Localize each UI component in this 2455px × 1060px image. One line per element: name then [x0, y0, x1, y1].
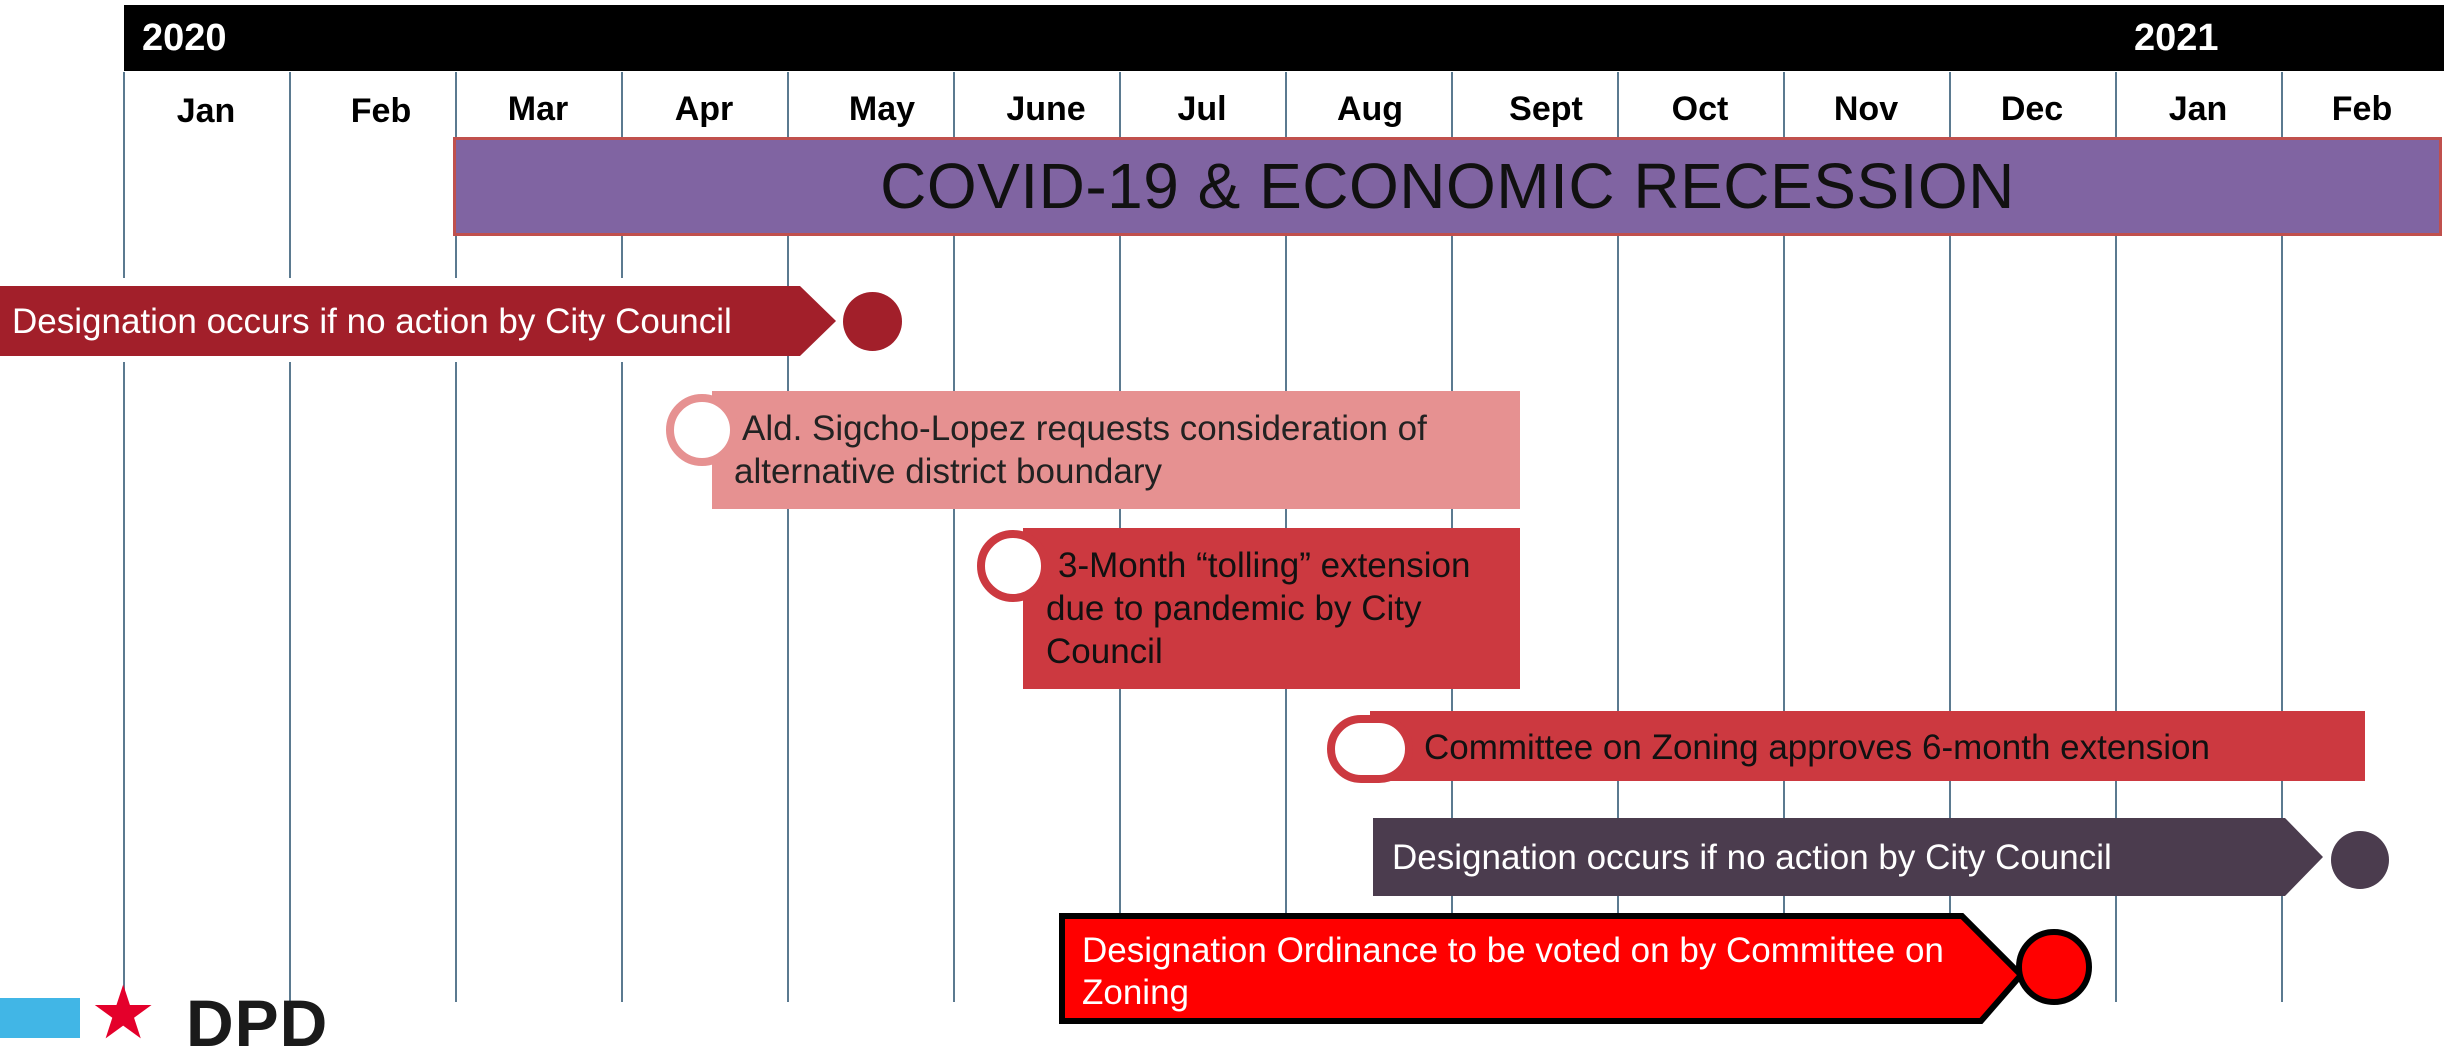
covid-recession-banner: COVID-19 & ECONOMIC RECESSION: [453, 137, 2442, 236]
event-label-2: Ald. Sigcho-Lopez requests consideration…: [734, 409, 1427, 491]
gridline: [1949, 72, 1951, 1002]
milestone-dot-1: [843, 292, 902, 351]
dpd-logo-text: DPD: [186, 986, 329, 1060]
gridline: [2281, 72, 2283, 1002]
gridline: [1783, 72, 1785, 1002]
month-label: Aug: [1336, 90, 1404, 128]
month-label: Nov: [1833, 90, 1899, 128]
month-label: Feb: [350, 92, 412, 130]
gridline: [289, 362, 291, 1002]
event-bar-1-shape: [0, 286, 836, 356]
month-label: Oct: [1671, 90, 1729, 128]
logo-blue-block: [0, 998, 80, 1038]
event-bar-5-shape: [1373, 818, 2323, 896]
event-label-3: 3-Month “tolling” extension due to pande…: [1046, 546, 1471, 671]
gridline: [621, 362, 623, 1002]
gridline: [953, 72, 955, 1002]
month-label: Jul: [1177, 90, 1227, 128]
milestone-dot-6: [2016, 929, 2092, 1005]
star-icon: ★: [90, 971, 157, 1054]
month-label: Jan: [2168, 90, 2228, 128]
milestone-ring-4: [1327, 715, 1413, 783]
event-label-5: Designation occurs if no action by City …: [1392, 838, 2112, 877]
milestone-ring-3: [977, 530, 1049, 602]
year-header-bar: [124, 5, 2444, 71]
event-label-4: Committee on Zoning approves 6-month ext…: [1424, 728, 2210, 767]
month-label: Mar: [507, 90, 569, 128]
year-label-2020: 2020: [142, 17, 227, 59]
gridline: [2115, 72, 2117, 1002]
month-label: Sept: [1509, 90, 1583, 128]
event-bar-6-shape: [1059, 913, 2026, 1024]
event-bar-3: [1023, 528, 1520, 689]
year-label-2021: 2021: [2134, 17, 2219, 59]
month-label: Apr: [674, 90, 734, 128]
event-bar-4: [1370, 711, 2365, 781]
month-label: Dec: [2000, 90, 2064, 128]
event-label-1: Designation occurs if no action by City …: [12, 302, 732, 341]
month-label: May: [848, 90, 916, 128]
gridline: [1617, 72, 1619, 1002]
milestone-dot-5: [2331, 831, 2389, 889]
gridline: [787, 72, 789, 1002]
event-label-6: Designation Ordinance to be voted on by …: [1082, 931, 1944, 1012]
month-label: June: [1006, 90, 1086, 128]
gridline: [123, 72, 125, 278]
gridline: [289, 72, 291, 278]
month-label: Jan: [176, 92, 236, 130]
month-label: Feb: [2331, 90, 2393, 128]
milestone-ring-2: [666, 394, 738, 466]
gridline: [123, 362, 125, 1002]
event-bar-2: [712, 391, 1520, 509]
gridline: [455, 362, 457, 1002]
